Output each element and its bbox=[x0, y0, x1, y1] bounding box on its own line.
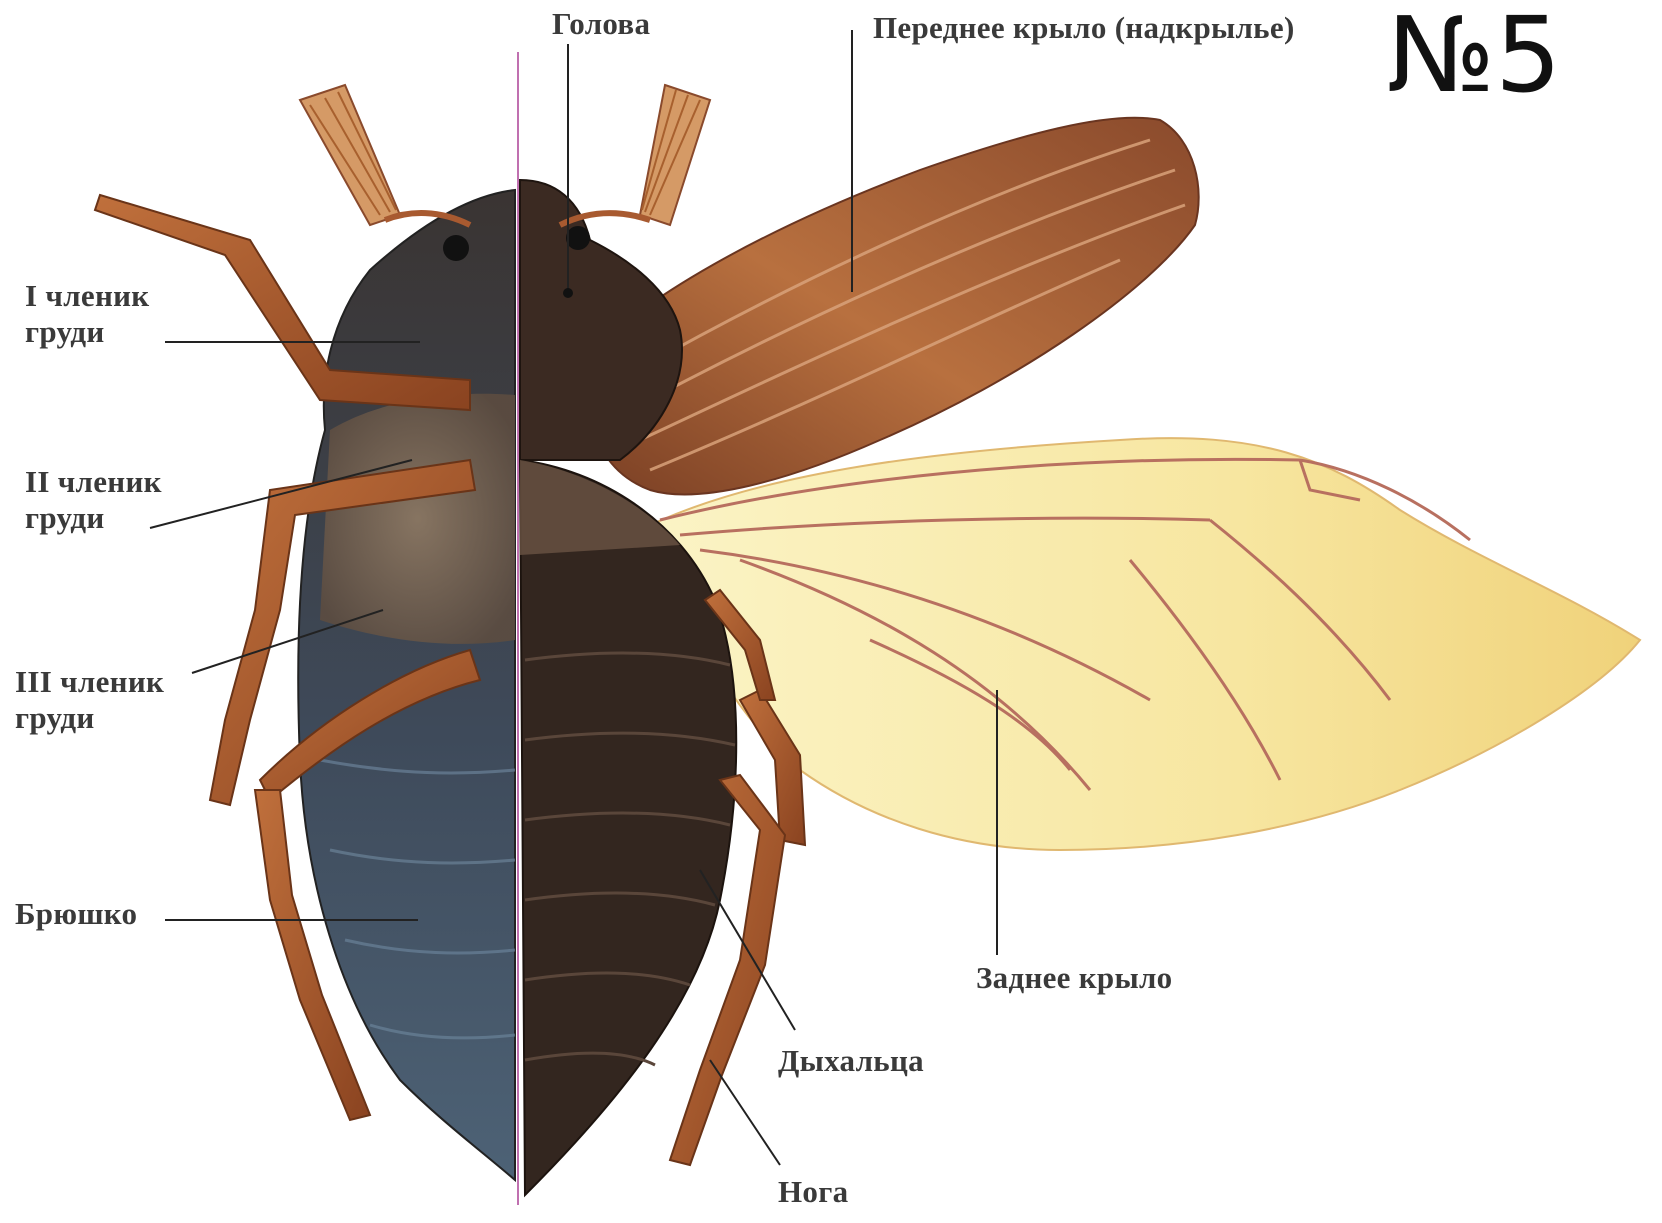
label-head: Голова bbox=[552, 6, 650, 42]
label-spiracles: Дыхальца bbox=[778, 1043, 924, 1079]
label-forewing: Переднее крыло (надкрылье) bbox=[873, 10, 1295, 46]
label-thorax-3-line2: груди bbox=[15, 700, 164, 736]
label-thorax-1-line2: груди bbox=[25, 314, 149, 350]
slide-number-badge: №5 bbox=[1387, 0, 1561, 110]
label-abdomen: Брюшко bbox=[15, 896, 137, 932]
label-thorax-3-line1: III членик bbox=[15, 664, 164, 700]
label-thorax-1: I членик груди bbox=[25, 278, 149, 350]
label-leg: Нога bbox=[778, 1174, 848, 1210]
label-thorax-3: III членик груди bbox=[15, 664, 164, 736]
label-hindwing: Заднее крыло bbox=[976, 960, 1172, 996]
label-thorax-2: II членик груди bbox=[25, 464, 162, 536]
label-thorax-1-line1: I членик bbox=[25, 278, 149, 314]
label-thorax-2-line2: груди bbox=[25, 500, 162, 536]
label-thorax-2-line1: II членик bbox=[25, 464, 162, 500]
